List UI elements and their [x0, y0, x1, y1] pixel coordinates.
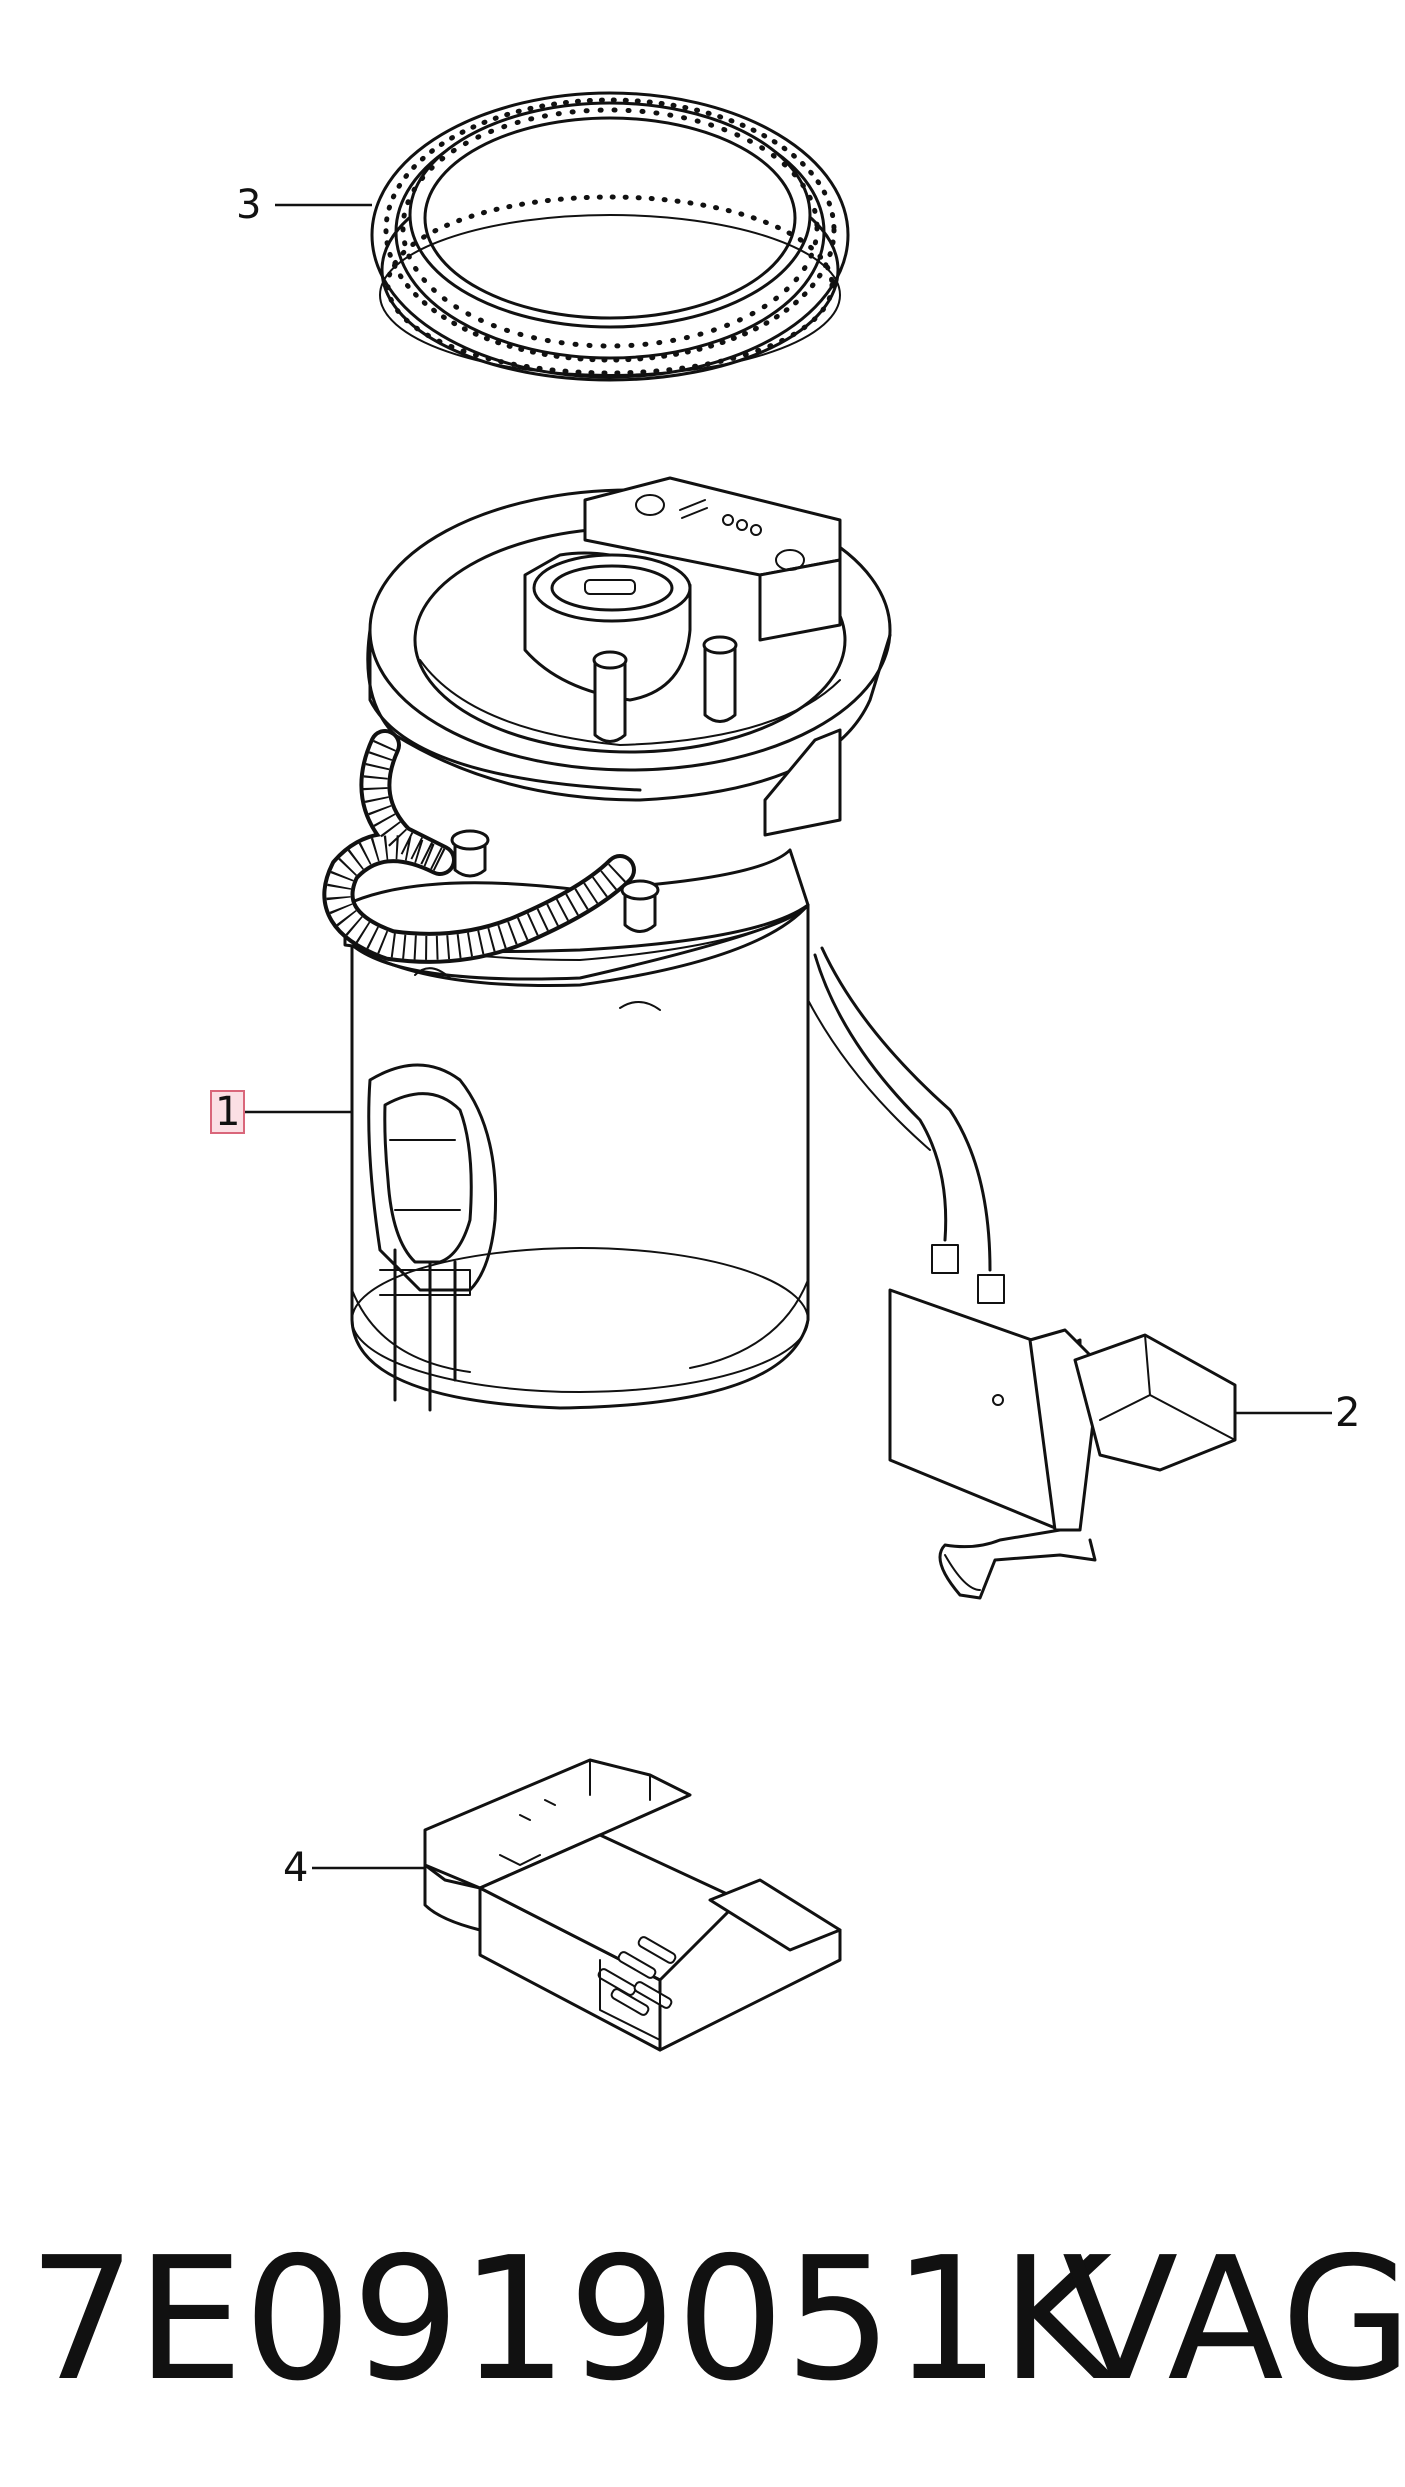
brand-label: VAG	[1062, 2221, 1405, 2419]
callout-1: 1	[210, 1090, 246, 1134]
callout-3: 3	[236, 182, 262, 228]
callout-4: 4	[283, 1845, 309, 1891]
seal-ring	[370, 91, 850, 382]
part-number: 7E0919051K	[28, 2221, 1113, 2419]
fuel-pump-assembly	[322, 476, 1005, 1412]
electrical-connector	[423, 1758, 842, 2052]
callout-2: 2	[1335, 1390, 1361, 1436]
fuel-level-sensor	[888, 1288, 1237, 1600]
